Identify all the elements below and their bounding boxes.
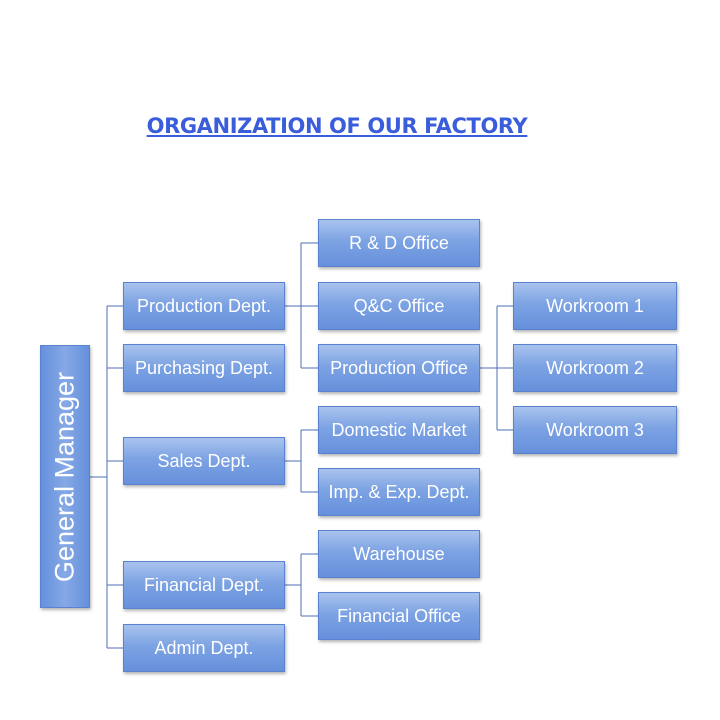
node-general-manager: General Manager (40, 345, 90, 608)
node-label: General Manager (49, 371, 80, 582)
node-purchasing-dept: Purchasing Dept. (123, 344, 285, 392)
node-financial-dept: Financial Dept. (123, 561, 285, 609)
node-warehouse: Warehouse (318, 530, 480, 578)
node-sales-dept: Sales Dept. (123, 437, 285, 485)
node-production-dept: Production Dept. (123, 282, 285, 330)
node-workroom-1: Workroom 1 (513, 282, 677, 330)
chart-title: ORGANIZATION OF OUR FACTORY (146, 114, 528, 138)
node-domestic-market: Domestic Market (318, 406, 480, 454)
node-workroom-2: Workroom 2 (513, 344, 677, 392)
node-admin-dept: Admin Dept. (123, 624, 285, 672)
node-workroom-3: Workroom 3 (513, 406, 677, 454)
node-qc-office: Q&C Office (318, 282, 480, 330)
node-financial-office: Financial Office (318, 592, 480, 640)
node-rd-office: R & D Office (318, 219, 480, 267)
node-production-office: Production Office (318, 344, 480, 392)
node-imp-exp-dept: Imp. & Exp. Dept. (318, 468, 480, 516)
